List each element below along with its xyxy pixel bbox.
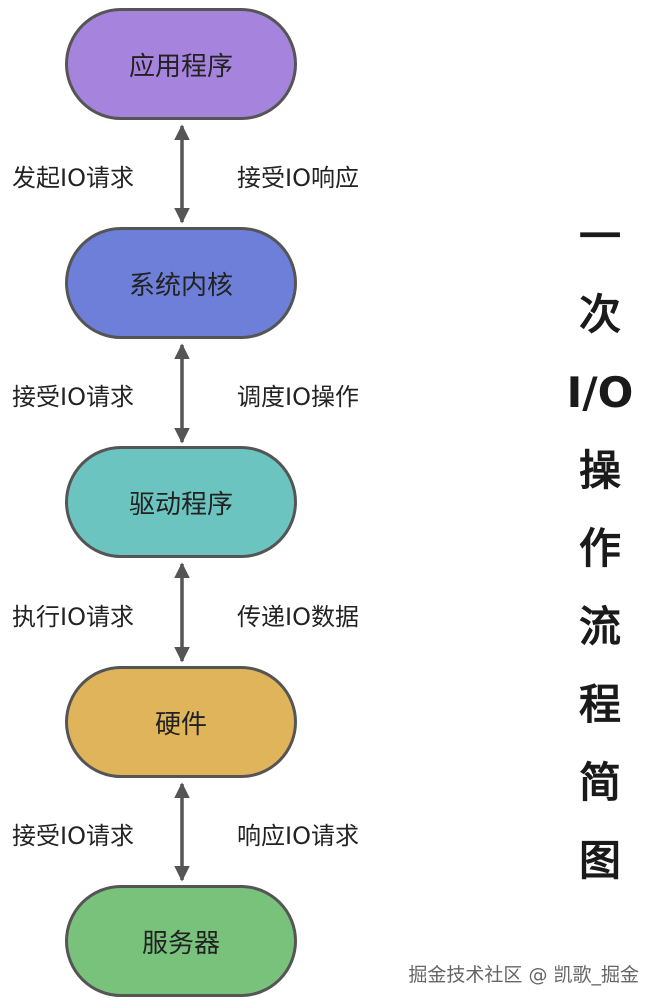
edge-1-left-label: 发起IO请求 [12, 164, 134, 192]
title-char: 一 [578, 212, 621, 261]
title-char: 流 [578, 602, 621, 651]
edge-2-right-label: 调度IO操作 [237, 383, 359, 411]
node-application: 应用程序 [65, 8, 297, 120]
node-hardware: 硬件 [65, 666, 297, 778]
edge-1-right-label: 接受IO响应 [237, 164, 359, 192]
title-char: I/O [566, 368, 634, 417]
edge-4-right-label: 响应IO请求 [237, 822, 359, 850]
vertical-title: 一 次 I/O 操 作 流 程 简 图 [567, 198, 634, 900]
node-hardware-label: 硬件 [154, 709, 207, 740]
title-char: 操 [578, 446, 621, 495]
edge-3-left-label: 执行IO请求 [12, 603, 134, 631]
edge-3-right-label: 传递IO数据 [237, 603, 359, 631]
node-driver-label: 驱动程序 [128, 489, 233, 520]
node-kernel-label: 系统内核 [128, 270, 233, 301]
edge-2-left-label: 接受IO请求 [12, 383, 134, 411]
edge-4-left-label: 接受IO请求 [12, 822, 134, 850]
title-char: 次 [578, 290, 621, 339]
node-server-label: 服务器 [141, 928, 220, 959]
node-driver: 驱动程序 [65, 446, 297, 558]
title-char: 图 [578, 836, 621, 885]
node-kernel: 系统内核 [65, 227, 297, 339]
node-application-label: 应用程序 [128, 51, 233, 82]
title-char: 程 [578, 680, 621, 729]
title-char: 简 [578, 758, 621, 807]
node-server: 服务器 [65, 885, 297, 997]
title-char: 作 [578, 524, 621, 573]
watermark: 掘金技术社区 @ 凯歌_掘金 [408, 964, 639, 986]
